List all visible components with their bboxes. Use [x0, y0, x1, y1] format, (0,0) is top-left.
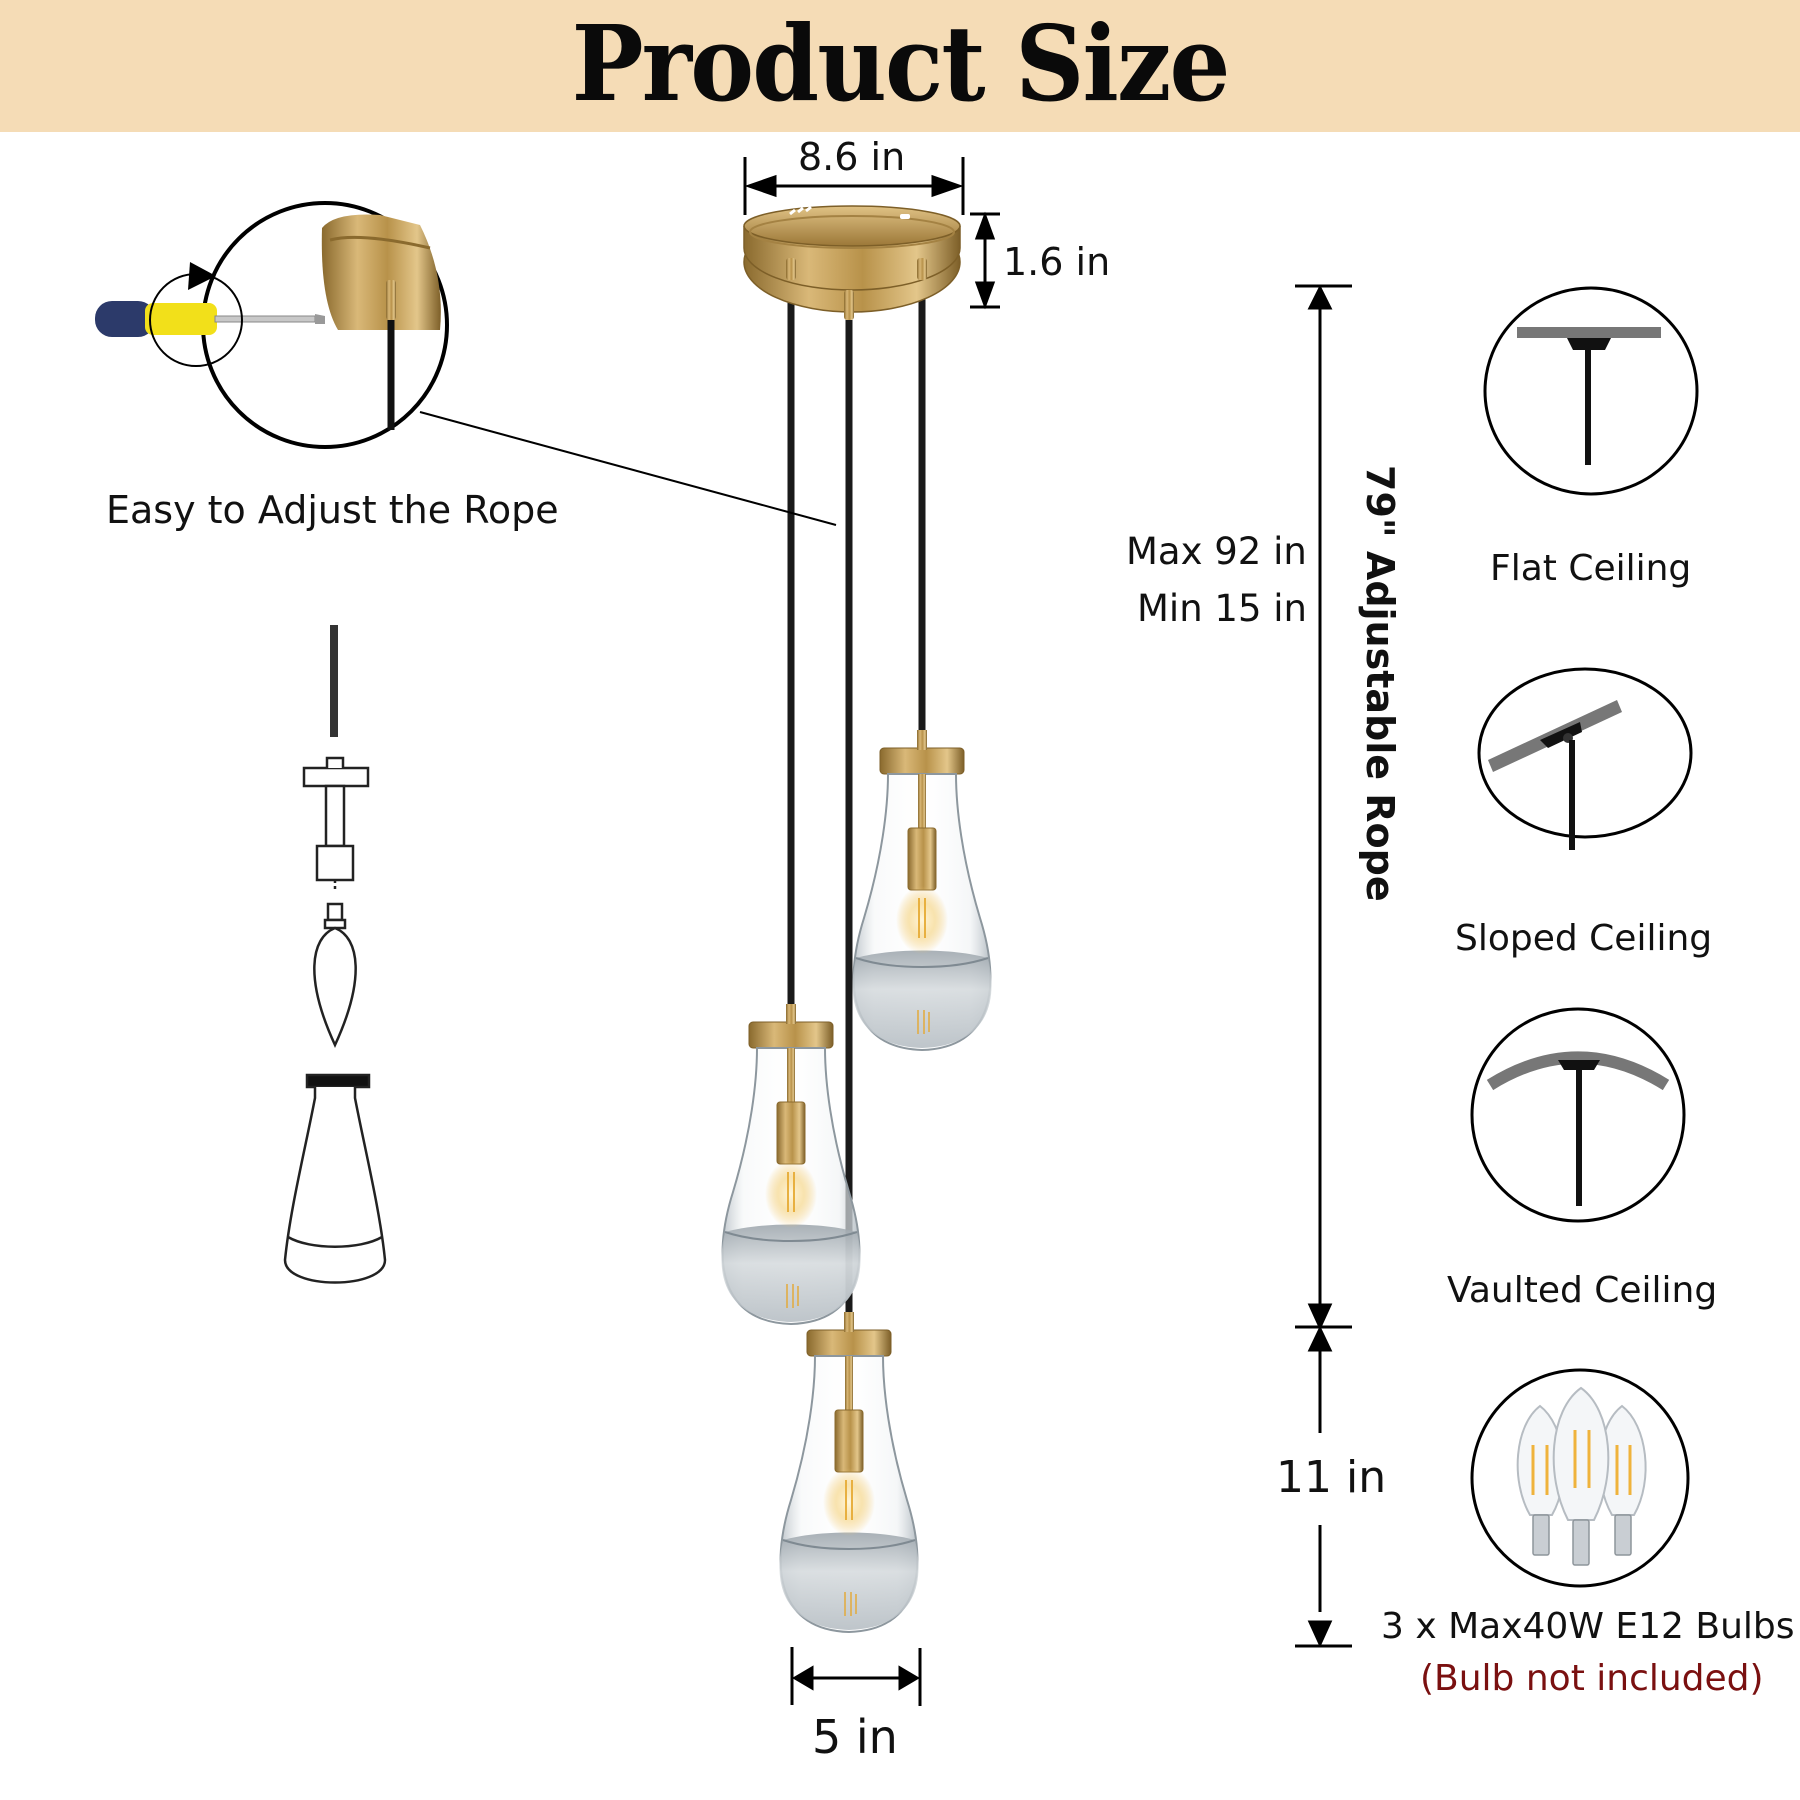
sloped-ceiling-icon [1477, 667, 1693, 850]
page-title: Product Size [571, 1, 1231, 125]
vaulted-ceiling-label: Vaulted Ceiling [1447, 1270, 1718, 1311]
pendant-shade-left [720, 1003, 862, 1325]
vaulted-ceiling-icon [1470, 1007, 1686, 1223]
title-banner: Product Size [0, 0, 1800, 132]
flat-ceiling-label: Flat Ceiling [1490, 548, 1692, 589]
canopy-height-label: 1.6 in [1003, 240, 1111, 284]
ceiling-canopy [743, 205, 961, 320]
bulb-spec-label: 3 x Max40W E12 Bulbs [1381, 1606, 1795, 1647]
rope-max-label: Max 92 in [1126, 530, 1307, 573]
bulbs-icon [1470, 1368, 1690, 1588]
adjustable-rope-label: 79" Adjustable Rope [1358, 465, 1402, 902]
canopy-width-label: 8.6 in [798, 135, 906, 179]
sloped-ceiling-label: Sloped Ceiling [1455, 918, 1713, 959]
assembly-diagram [283, 625, 387, 1284]
shade-width-label: 5 in [812, 1710, 898, 1764]
pendant-shade-right [851, 729, 993, 1051]
bulb-not-included-note: (Bulb not included) [1420, 1658, 1764, 1699]
rope-adjust-callout [95, 201, 837, 526]
pendant-shade-bottom [778, 1311, 920, 1633]
rope-adjust-caption: Easy to Adjust the Rope [106, 488, 559, 532]
flat-ceiling-icon [1483, 286, 1699, 496]
shade-height-label: 11 in [1276, 1452, 1387, 1503]
rope-min-label: Min 15 in [1137, 587, 1307, 630]
